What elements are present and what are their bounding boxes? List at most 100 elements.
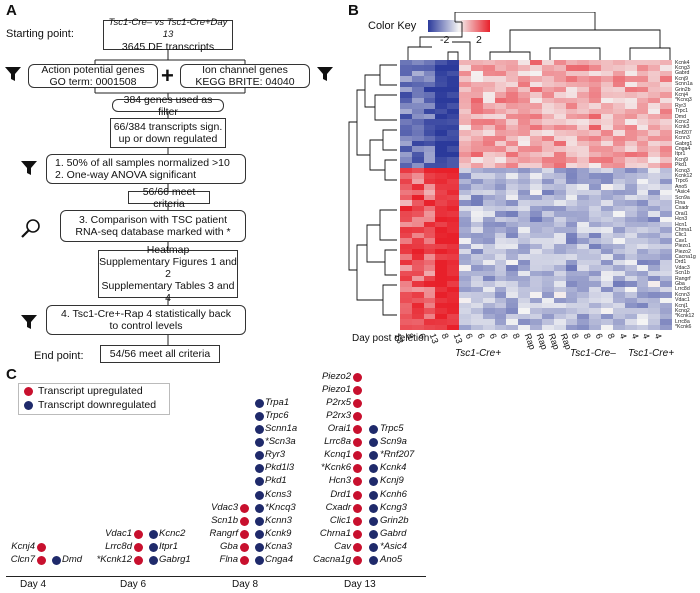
heatmap-cell (577, 276, 590, 282)
heatmap-cell (482, 238, 496, 245)
heatmap-cell (589, 92, 602, 99)
heatmap-cell (636, 65, 649, 72)
heatmap-cell (482, 249, 496, 255)
heatmap-cell (459, 60, 472, 66)
gene-down-label: Gabrd (380, 527, 407, 539)
gene-up-label: Vdac3 (211, 501, 238, 513)
heatmap-cell (506, 259, 519, 266)
heatmap-cell (589, 308, 602, 315)
heatmap-cell (577, 297, 590, 304)
heatmap-cell (636, 308, 649, 315)
heatmap-cell (589, 87, 602, 93)
gene-up-dot (353, 451, 362, 461)
heatmap-cell (423, 243, 436, 250)
gene-up-dot (240, 529, 249, 539)
heatmap-cell (411, 259, 425, 266)
heatmap-cell (624, 87, 637, 93)
heatmap-cell (411, 87, 425, 93)
heatmap-cell (565, 108, 578, 115)
heatmap-cell (518, 281, 531, 288)
heatmap-cell (624, 151, 637, 158)
rap-box: 4. Tsc1-Cre+-Rap 4 statistically back to… (46, 305, 246, 335)
heatmap-cell (518, 189, 531, 196)
heatmap-cell (589, 81, 602, 88)
heatmap-cell (624, 76, 637, 83)
heatmap-cell (435, 232, 448, 239)
heatmap-cell (541, 319, 555, 326)
heatmap-cell (435, 130, 448, 137)
heatmap-cell (400, 130, 413, 137)
heatmap-cell (660, 303, 673, 309)
heatmap-cell (577, 87, 590, 93)
heatmap-cell (506, 297, 519, 304)
heatmap-cell (530, 292, 543, 299)
heatmap-cell (660, 124, 673, 131)
heatmap-cell (400, 151, 413, 158)
heatmap-cell (400, 65, 413, 72)
heatmap-cell (624, 103, 637, 110)
heatmap-cell (470, 243, 484, 250)
heatmap-cell (636, 297, 649, 304)
heatmap-cell (470, 195, 484, 201)
heatmap-cell (435, 281, 448, 288)
heatmap-cell (447, 259, 460, 266)
heatmap-cell (459, 135, 472, 142)
heatmap-cell (459, 157, 472, 164)
heatmap-cell (601, 119, 614, 126)
heatmap-cell (423, 200, 436, 207)
heatmap-cell (494, 232, 507, 239)
heatmap-cell (530, 92, 543, 99)
heatmap-cell (518, 65, 531, 72)
heatmap-cell (506, 276, 519, 282)
heatmap-cell (565, 232, 578, 239)
heatmap-cell (660, 146, 673, 153)
heatmap-cell (636, 178, 649, 185)
heatmap-cell (577, 319, 590, 326)
heatmap-row-label: Pkd1 (675, 162, 687, 169)
gene-up-dot (353, 385, 362, 395)
gene-down-label: Kcnk4 (380, 462, 407, 474)
heatmap-cell (459, 178, 472, 185)
heatmap-cell (553, 292, 567, 299)
heatmap-cell (612, 313, 626, 320)
heatmap-cell (589, 281, 602, 288)
heatmap-row-label: Chrna1 (675, 226, 693, 233)
heatmap-column-tick: 13 (392, 332, 406, 345)
heatmap-cell (459, 195, 472, 201)
heatmap-cell (518, 324, 531, 331)
heatmap-cell (518, 92, 531, 99)
ap-line2: GO term: 0001508 (49, 76, 137, 88)
heatmap-cell (470, 324, 484, 331)
heatmap-cell (506, 146, 519, 153)
heatmap-cell (553, 173, 567, 180)
sig-line2: up or down regulated (118, 133, 218, 145)
heatmap-row-label: Clic1 (675, 232, 687, 239)
heatmap-cell (470, 162, 484, 169)
gene-down-dot (255, 438, 264, 448)
heatmap-cell (648, 281, 661, 288)
heatmap-cell (411, 92, 425, 99)
heatmap-cell (624, 238, 637, 245)
heatmap-cell (565, 146, 578, 153)
gene-up-label: Lrrc8a (324, 436, 351, 448)
heatmap-cell (400, 108, 413, 115)
heatmap-cell (400, 303, 413, 309)
heatmap-cell (423, 222, 436, 228)
heatmap-cell (482, 81, 496, 88)
heatmap-cell (435, 319, 448, 326)
heatmap-cell (518, 308, 531, 315)
heatmap-cell (565, 141, 578, 147)
heatmap-cell (411, 65, 425, 72)
heatmap-cell (589, 76, 602, 83)
heatmap-cell (612, 114, 626, 120)
heatmap-cell (589, 168, 602, 174)
heatmap-cell (577, 249, 590, 255)
heatmap-cell (494, 249, 507, 255)
heatmap-cell (636, 119, 649, 126)
heatmap-cell (648, 178, 661, 185)
crit-line1: 1. 50% of all samples normalized >10 (55, 157, 230, 169)
heatmap-cell (589, 124, 602, 131)
heatmap-cell (636, 60, 649, 66)
heatmap-cell (660, 70, 673, 77)
start-line2: 3645 DE transcripts (121, 41, 215, 53)
